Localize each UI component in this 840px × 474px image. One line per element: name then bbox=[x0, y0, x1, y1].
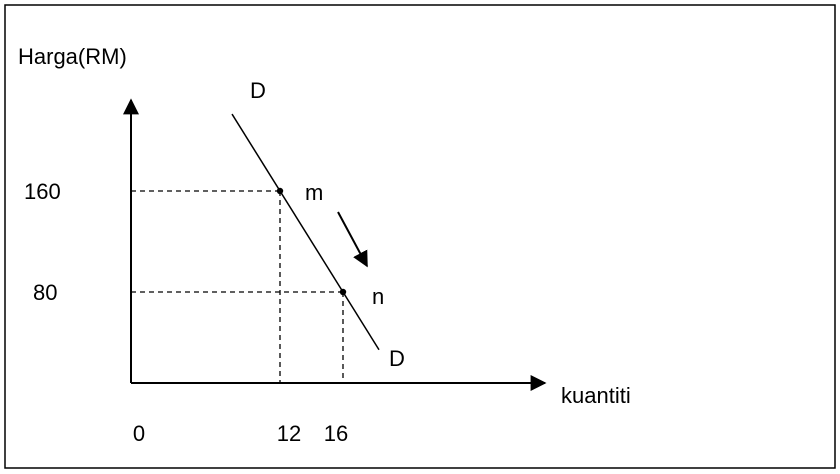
y-axis-title: Harga(RM) bbox=[18, 44, 127, 69]
point-n bbox=[339, 288, 347, 296]
x-tick-label-16: 16 bbox=[324, 421, 348, 446]
y-tick-label-160: 160 bbox=[24, 179, 61, 204]
chart-border bbox=[4, 4, 836, 469]
y-tick-label-80: 80 bbox=[33, 280, 57, 305]
demand-curve-label-bottom: D bbox=[389, 346, 405, 371]
x-origin-label: 0 bbox=[133, 421, 145, 446]
movement-arrow bbox=[337, 211, 368, 268]
point-m bbox=[276, 187, 284, 195]
demand-curve-label-top: D bbox=[250, 78, 266, 103]
point-n-label: n bbox=[372, 284, 384, 309]
x-axis-title: kuantiti bbox=[561, 383, 631, 408]
demand-curve-line bbox=[231, 113, 380, 351]
x-tick-label-12: 12 bbox=[277, 421, 301, 446]
point-m-label: m bbox=[305, 180, 323, 205]
